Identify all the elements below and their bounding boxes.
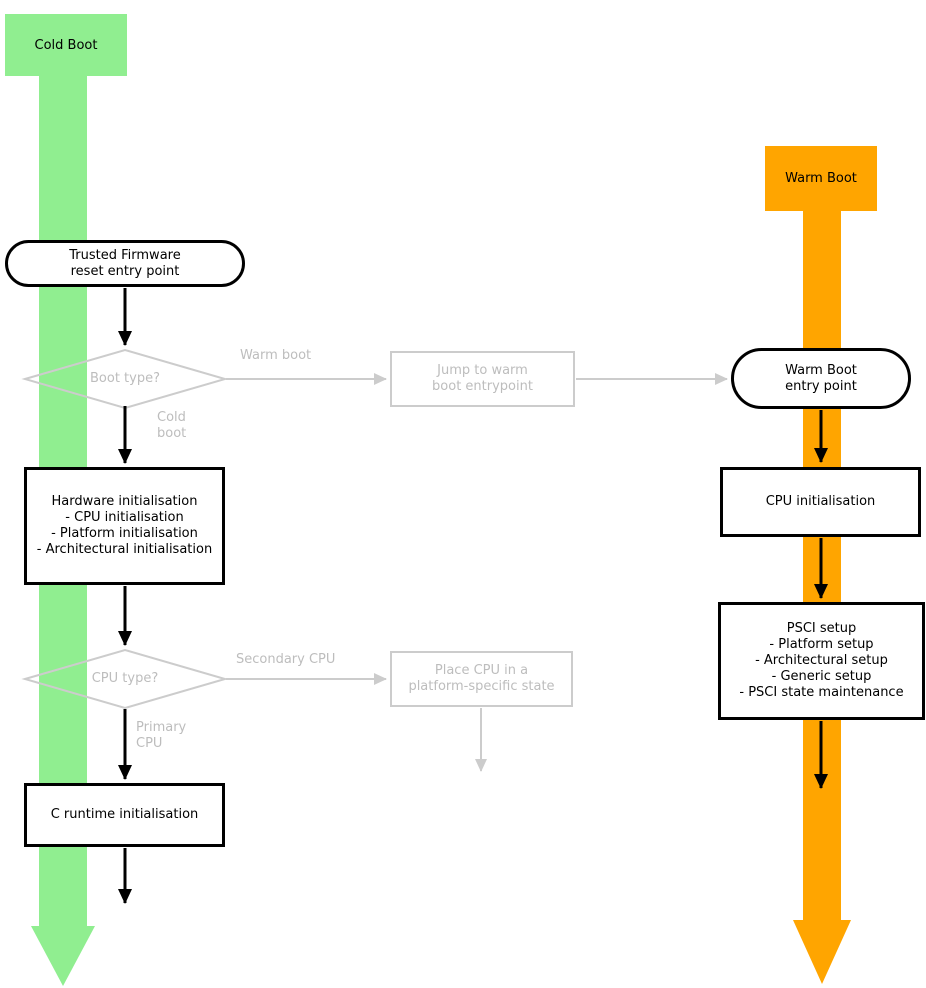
- node-psci-setup: PSCI setup - Platform setup - Architectu…: [718, 602, 925, 720]
- node-warm-boot-entry-point: Warm Boot entry point: [731, 348, 911, 409]
- edge-label-secondary-cpu: Secondary CPU: [236, 652, 336, 667]
- boot-type-decision-label: Boot type?: [90, 371, 160, 386]
- edge-label-warm-boot: Warm boot: [240, 348, 312, 363]
- warm-boot-band-label: Warm Boot: [765, 146, 877, 211]
- cold-boot-band-label: Cold Boot: [5, 14, 127, 76]
- edge-label-cold-boot: Cold boot: [157, 410, 187, 441]
- node-place-cpu: Place CPU in a platform-specific state: [390, 651, 573, 707]
- cpu-type-decision-label: CPU type?: [91, 671, 159, 686]
- node-hardware-initialisation: Hardware initialisation - CPU initialisa…: [24, 467, 225, 585]
- boot-type-decision-shape: [21, 348, 229, 410]
- node-c-runtime-initialisation: C runtime initialisation: [24, 783, 225, 847]
- node-cpu-initialisation: CPU initialisation: [720, 467, 921, 537]
- cpu-type-decision-shape: [21, 648, 229, 710]
- edge-label-primary-cpu: Primary CPU: [136, 720, 187, 751]
- node-reset-entry-point: Trusted Firmware reset entry point: [5, 240, 245, 287]
- node-jump-warm-entrypoint: Jump to warm boot entrypoint: [390, 351, 575, 407]
